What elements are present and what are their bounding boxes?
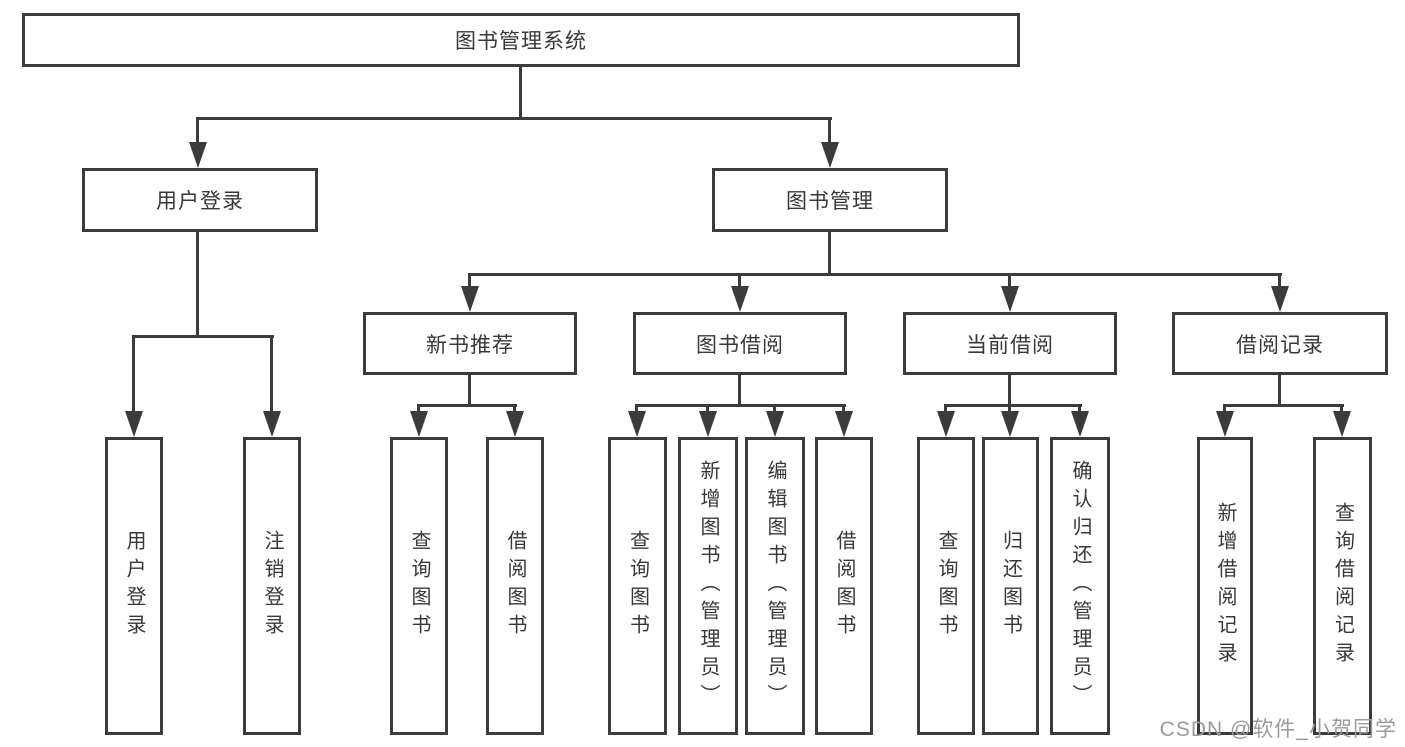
leaf-confirm-return-admin: 确认归还（管理员） xyxy=(1050,437,1110,735)
arrow-down-icon xyxy=(699,411,717,437)
connector-line xyxy=(132,335,135,413)
leaf-label: 查询图书 xyxy=(626,530,649,642)
arrow-down-icon xyxy=(1001,286,1019,312)
connector-line xyxy=(468,375,471,407)
connector-line xyxy=(1078,404,1081,416)
connector-line xyxy=(944,404,947,416)
connector-line xyxy=(196,117,832,120)
node-label: 借阅记录 xyxy=(1236,333,1324,357)
connector-line xyxy=(842,404,845,416)
connector-line xyxy=(1340,404,1343,416)
arrow-down-icon xyxy=(461,286,479,312)
connector-line xyxy=(132,335,274,338)
leaf-label: 用户登录 xyxy=(123,530,145,642)
connector-line xyxy=(1008,404,1011,416)
leaf-borrow-books-newbook: 借阅图书 xyxy=(486,437,544,735)
connector-line xyxy=(1008,375,1011,407)
arrow-down-icon xyxy=(125,411,143,437)
arrow-down-icon xyxy=(410,411,428,437)
arrow-down-icon xyxy=(1271,286,1289,312)
connector-line xyxy=(1223,404,1226,416)
connector-line xyxy=(635,404,846,407)
arrow-down-icon xyxy=(835,411,853,437)
arrow-down-icon xyxy=(506,411,524,437)
connector-line xyxy=(706,404,709,416)
connector-line xyxy=(1008,273,1011,289)
arrow-down-icon xyxy=(263,411,281,437)
connector-line xyxy=(196,232,199,338)
leaf-query-books-newbook: 查询图书 xyxy=(390,437,448,735)
node-label: 新书推荐 xyxy=(426,333,514,357)
arrow-down-icon xyxy=(628,411,646,437)
connector-line xyxy=(944,404,1082,407)
leaf-label: 新增借阅记录 xyxy=(1214,502,1236,670)
leaf-label: 查询借阅记录 xyxy=(1331,502,1354,670)
leaf-label: 查询图书 xyxy=(935,530,957,642)
arrow-down-icon xyxy=(189,142,207,168)
connector-line xyxy=(468,273,471,289)
leaf-label: 借阅图书 xyxy=(833,530,855,642)
node-book-management: 图书管理 xyxy=(712,168,948,232)
connector-line xyxy=(635,404,638,416)
leaf-logout-login: 注销登录 xyxy=(243,437,301,735)
arrow-down-icon xyxy=(937,411,955,437)
csdn-watermark: CSDN @软件_小贺同学 xyxy=(1159,718,1397,741)
connector-line xyxy=(519,67,522,119)
connector-line xyxy=(196,117,199,147)
arrow-down-icon xyxy=(731,286,749,312)
leaf-query-borrow-record: 查询借阅记录 xyxy=(1313,437,1372,735)
leaf-query-books-current: 查询图书 xyxy=(917,437,975,735)
node-label: 图书借阅 xyxy=(696,333,784,357)
connector-line xyxy=(1278,375,1281,407)
connector-line xyxy=(468,273,1282,276)
node-current-borrow: 当前借阅 xyxy=(903,312,1117,375)
leaf-label: 新增图书（管理员） xyxy=(697,460,719,712)
leaf-edit-books-admin: 编辑图书（管理员） xyxy=(745,437,805,735)
connector-line xyxy=(828,232,831,276)
connector-line xyxy=(270,335,273,413)
connector-line xyxy=(738,273,741,289)
arrow-down-icon xyxy=(766,411,784,437)
leaf-label: 注销登录 xyxy=(261,530,283,642)
node-borrow-records: 借阅记录 xyxy=(1172,312,1388,375)
arrow-down-icon xyxy=(1333,411,1351,437)
leaf-borrow-books-borrow: 借阅图书 xyxy=(815,437,873,735)
leaf-label: 借阅图书 xyxy=(504,530,526,642)
connector-line xyxy=(1223,404,1344,407)
leaf-query-books-borrow: 查询图书 xyxy=(608,437,667,735)
node-book-borrow: 图书借阅 xyxy=(633,312,847,375)
leaf-add-borrow-record: 新增借阅记录 xyxy=(1197,437,1253,735)
node-label: 图书管理系统 xyxy=(455,30,587,53)
connector-line xyxy=(417,404,517,407)
node-library-management-system: 图书管理系统 xyxy=(22,13,1020,67)
arrow-down-icon xyxy=(1071,411,1089,437)
node-label: 用户登录 xyxy=(156,190,244,213)
connector-line xyxy=(773,404,776,416)
leaf-user-login: 用户登录 xyxy=(105,437,163,735)
connector-line xyxy=(513,404,516,416)
node-label: 图书管理 xyxy=(786,190,874,213)
leaf-label: 确认归还（管理员） xyxy=(1069,460,1091,712)
node-user-login: 用户登录 xyxy=(82,168,318,232)
leaf-label: 编辑图书（管理员） xyxy=(764,460,786,712)
leaf-add-books-admin: 新增图书（管理员） xyxy=(678,437,738,735)
arrow-down-icon xyxy=(821,142,839,168)
leaf-return-books: 归还图书 xyxy=(982,437,1039,735)
connector-line xyxy=(1278,273,1281,289)
leaf-label: 查询图书 xyxy=(408,530,430,642)
leaf-label: 归还图书 xyxy=(999,530,1022,642)
arrow-down-icon xyxy=(1001,411,1019,437)
node-label: 当前借阅 xyxy=(966,333,1054,357)
connector-line xyxy=(417,404,420,416)
connector-line xyxy=(738,375,741,407)
node-new-book-recommend: 新书推荐 xyxy=(363,312,577,375)
connector-line xyxy=(828,117,831,147)
arrow-down-icon xyxy=(1216,411,1234,437)
